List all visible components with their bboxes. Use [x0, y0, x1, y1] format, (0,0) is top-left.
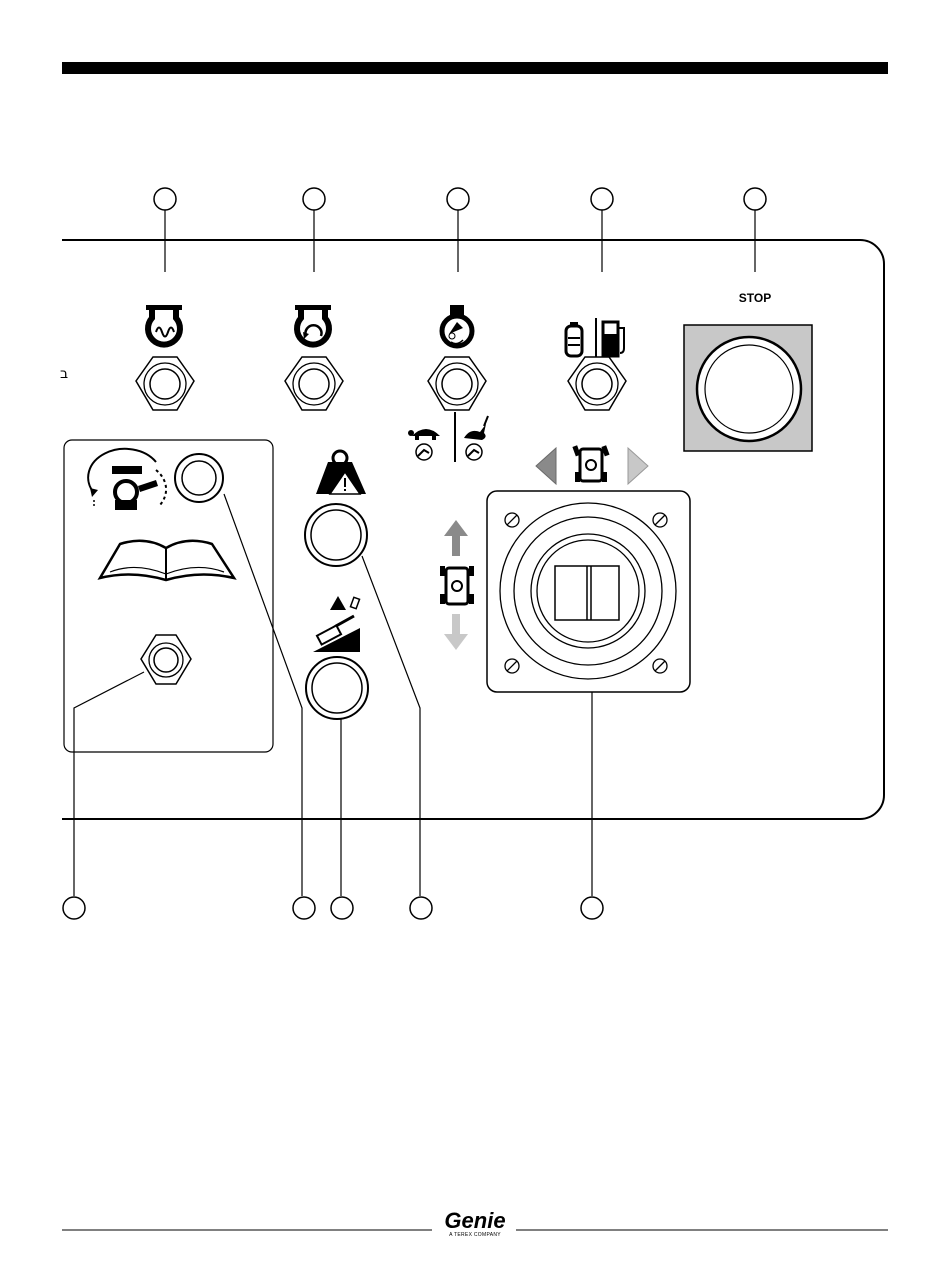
callout-top-1 [154, 188, 176, 272]
platform-overload-icon [316, 451, 366, 494]
emergency-stop-button[interactable] [684, 325, 812, 451]
callout-bottom-4 [410, 897, 432, 919]
callout-top-4 [591, 188, 613, 272]
side-glyph: ב [60, 366, 68, 382]
callout-top-3 [447, 188, 469, 272]
glow-plug-switch[interactable] [136, 357, 194, 410]
glow-plug-icon [146, 305, 182, 345]
leader-bottom-1 [74, 672, 144, 896]
joystick-screw-tr [653, 513, 667, 527]
joystick-screw-tl [505, 513, 519, 527]
callout-bottom-5 [581, 897, 603, 919]
steer-left-right-icon [536, 445, 648, 484]
joystick-screw-bl [505, 659, 519, 673]
engine-speed-switch[interactable] [428, 357, 486, 410]
engine-speed-icon [442, 305, 472, 346]
drive-joystick[interactable] [487, 491, 690, 692]
drive-forward-reverse-icon [440, 520, 474, 650]
fuel-select-switch[interactable] [568, 357, 626, 410]
genie-logo: Genie [444, 1208, 505, 1233]
rabbit-fast-icon [464, 416, 488, 460]
genie-logo-tagline: A TEREX COMPANY [449, 1232, 501, 1238]
callout-bottom-3 [331, 897, 353, 919]
callout-top-5 [744, 188, 766, 272]
drive-enable-override-switch[interactable] [141, 635, 191, 684]
engine-start-icon [295, 305, 331, 345]
engine-start-switch[interactable] [285, 357, 343, 410]
turtle-slow-icon [408, 429, 440, 460]
callout-bottom-2 [293, 897, 315, 919]
tilt-alarm-indicator [306, 657, 368, 719]
callout-bottom-1 [63, 897, 85, 919]
stop-label: STOP [739, 291, 771, 305]
leader-bottom-2 [224, 494, 302, 896]
drive-enable-icon [88, 449, 166, 510]
drive-enable-button[interactable] [175, 454, 223, 502]
joystick-screw-br [653, 659, 667, 673]
tilt-alarm-icon [313, 596, 360, 652]
platform-overload-indicator [305, 504, 367, 566]
callout-top-2 [303, 188, 325, 272]
leader-bottom-4 [362, 556, 420, 896]
header-rule [62, 62, 888, 74]
drive-enable-subpanel [64, 440, 273, 752]
operator-manual-icon [100, 541, 234, 580]
